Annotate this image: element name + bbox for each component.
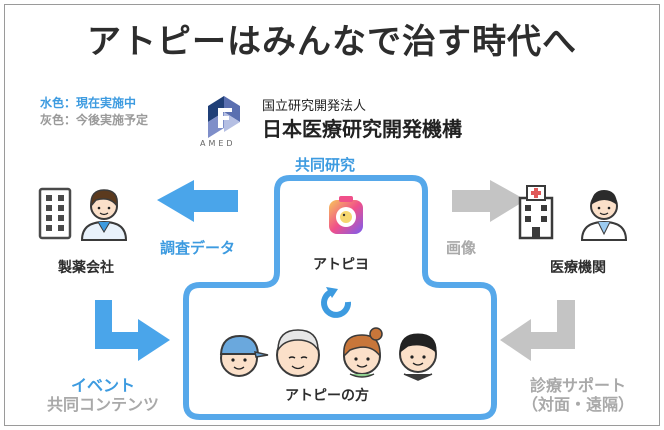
app-name-label: アトピヨ bbox=[313, 257, 369, 273]
page-title: アトピーはみんなで治す時代へ bbox=[87, 22, 577, 62]
pharma-person-icon bbox=[80, 189, 128, 241]
building-icon bbox=[38, 187, 72, 240]
pharma-company-label: 製薬会社 bbox=[58, 260, 114, 276]
legend-planned: 灰色：今後実施予定 bbox=[40, 113, 149, 127]
survey-data-label: 調査データ bbox=[160, 239, 236, 257]
org-name: 日本医療研究開発機構 bbox=[262, 117, 462, 141]
legend-active: 水色：現在実施中 bbox=[40, 96, 137, 110]
medical-institution-label: 医療機関 bbox=[550, 260, 606, 276]
event-label-line1: イベント bbox=[70, 376, 135, 395]
org-sub-name: 国立研究開発法人 bbox=[262, 99, 367, 114]
survey-data-arrow bbox=[157, 180, 238, 222]
images-label: 画像 bbox=[446, 239, 477, 257]
amed-logo bbox=[208, 96, 240, 138]
person-cap-icon bbox=[219, 334, 269, 377]
person-elderly-icon bbox=[276, 329, 320, 377]
medical-support-label-line2: （対面・遠隔） bbox=[521, 395, 634, 414]
atopy-people-label: アトピーの方 bbox=[285, 388, 369, 404]
event-label-line2: 共同コンテンツ bbox=[46, 395, 159, 414]
images-arrow bbox=[452, 180, 526, 222]
doctor-icon bbox=[580, 190, 628, 241]
amed-logo-text: AMED bbox=[200, 139, 236, 148]
event-arrow bbox=[95, 300, 170, 361]
hospital-icon bbox=[518, 185, 554, 240]
medical-support-label-line1: 診療サポート bbox=[529, 376, 626, 395]
app-camera-icon bbox=[329, 196, 363, 234]
cycle-icon bbox=[321, 287, 352, 318]
medical-support-arrow bbox=[500, 300, 575, 361]
joint-research-label: 共同研究 bbox=[295, 156, 356, 174]
person-woman-icon bbox=[343, 327, 383, 378]
person-man-icon bbox=[399, 333, 437, 381]
